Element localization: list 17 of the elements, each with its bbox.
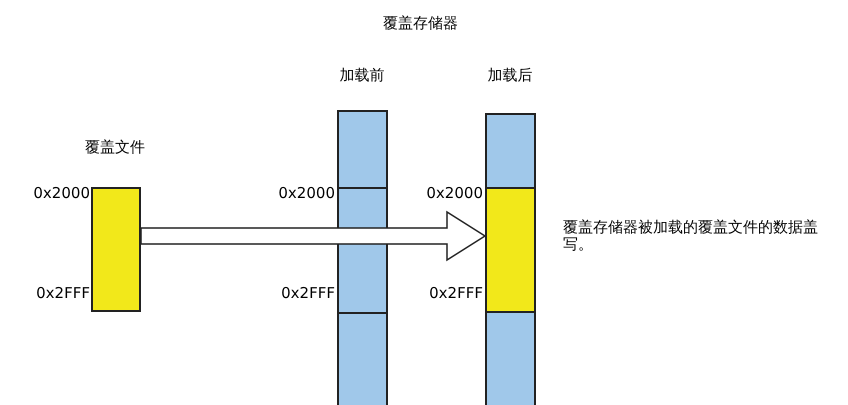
block-arrow [140,210,486,262]
address-label: 0x2000 [278,184,335,202]
address-label: 0x2FFF [36,284,90,302]
address-label: 0x2000 [426,184,483,202]
memory-segment [485,113,536,189]
column-heading: 加载前 [338,66,386,85]
memory-segment [485,187,536,313]
memory-segment [337,110,388,189]
address-label: 0x2000 [33,184,90,202]
address-label: 0x2FFF [281,284,335,302]
memory-segment [337,312,388,405]
column-heading: 加载后 [486,66,534,85]
note-text: 覆盖存储器被加载的覆盖文件的数据盖写。 [563,219,819,253]
address-label: 0x2FFF [429,284,483,302]
file-heading: 覆盖文件 [84,138,146,157]
memory-segment [485,311,536,405]
diagram-title: 覆盖存储器 [383,14,458,33]
